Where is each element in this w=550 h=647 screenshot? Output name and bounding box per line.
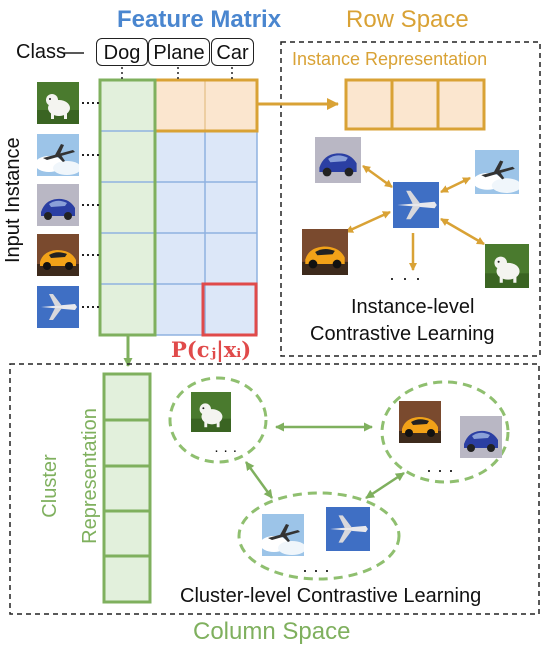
cluster-ellipses xyxy=(168,376,510,581)
cluster-car xyxy=(380,380,510,484)
input-blue-car-icon xyxy=(37,184,79,226)
cluster-representation-vector xyxy=(102,372,152,604)
instance-representation-label: Instance Representation xyxy=(292,49,488,69)
row-space-box xyxy=(280,41,541,357)
instance-ellipsis: · · · xyxy=(389,268,422,288)
instance-row-fill xyxy=(155,80,257,131)
cluster-representation-line2: Representation xyxy=(79,408,101,544)
input-instance-label: Input Instance xyxy=(2,137,24,263)
cluster-blue-car-icon xyxy=(460,416,502,458)
instance-representation-vector xyxy=(344,78,486,131)
cluster-level-label: Cluster-level Contrastive Learning xyxy=(180,585,482,607)
column-space-title: Column Space xyxy=(193,618,351,645)
instance-level-arrows xyxy=(345,164,485,271)
graph-dog-icon xyxy=(485,244,529,288)
cluster-airplane-icon xyxy=(326,507,370,551)
class-box-dog: Dog xyxy=(96,38,148,66)
input-dotted-links xyxy=(82,102,99,308)
graph-blue-car-icon xyxy=(315,137,361,183)
cluster-dog xyxy=(168,376,268,464)
cluster-airplane-icon xyxy=(262,514,304,556)
instance-level-label-line2: Contrastive Learning xyxy=(310,323,495,345)
class-label: Class xyxy=(16,41,67,63)
input-dog-icon xyxy=(37,82,79,124)
probability-label: P(cⱼ|xᵢ) xyxy=(171,337,252,362)
cluster-orange-car-icon xyxy=(399,401,441,443)
class-box-car: Car xyxy=(211,38,254,66)
probability-cell xyxy=(201,282,258,337)
cluster-dog-icon xyxy=(191,392,231,432)
feature-matrix-title: Feature Matrix xyxy=(117,6,282,33)
cluster-dog-ellipsis: · · · xyxy=(214,442,238,459)
class-dotted-links xyxy=(121,67,233,80)
cluster-plane-ellipsis: · · · xyxy=(302,560,330,580)
class-box-plane: Plane xyxy=(148,38,210,66)
cluster-car-ellipsis: · · · xyxy=(426,460,454,480)
feature-matrix xyxy=(98,78,259,337)
cluster-column-fill xyxy=(100,80,155,335)
column-space-box xyxy=(9,363,540,615)
input-orange-car-icon xyxy=(37,234,79,276)
input-airplane-icon xyxy=(37,134,79,176)
graph-center-airplane-icon xyxy=(393,182,439,228)
cluster-plane xyxy=(237,491,401,581)
graph-orange-car-icon xyxy=(302,229,348,275)
instance-level-label-line1: Instance-level xyxy=(351,296,475,318)
cluster-level-arrows xyxy=(244,422,405,500)
input-airplane-icon xyxy=(37,286,79,328)
cluster-representation-line1: Cluster xyxy=(39,454,61,518)
row-space-title: Row Space xyxy=(346,6,469,33)
graph-airplane-icon xyxy=(475,150,519,194)
